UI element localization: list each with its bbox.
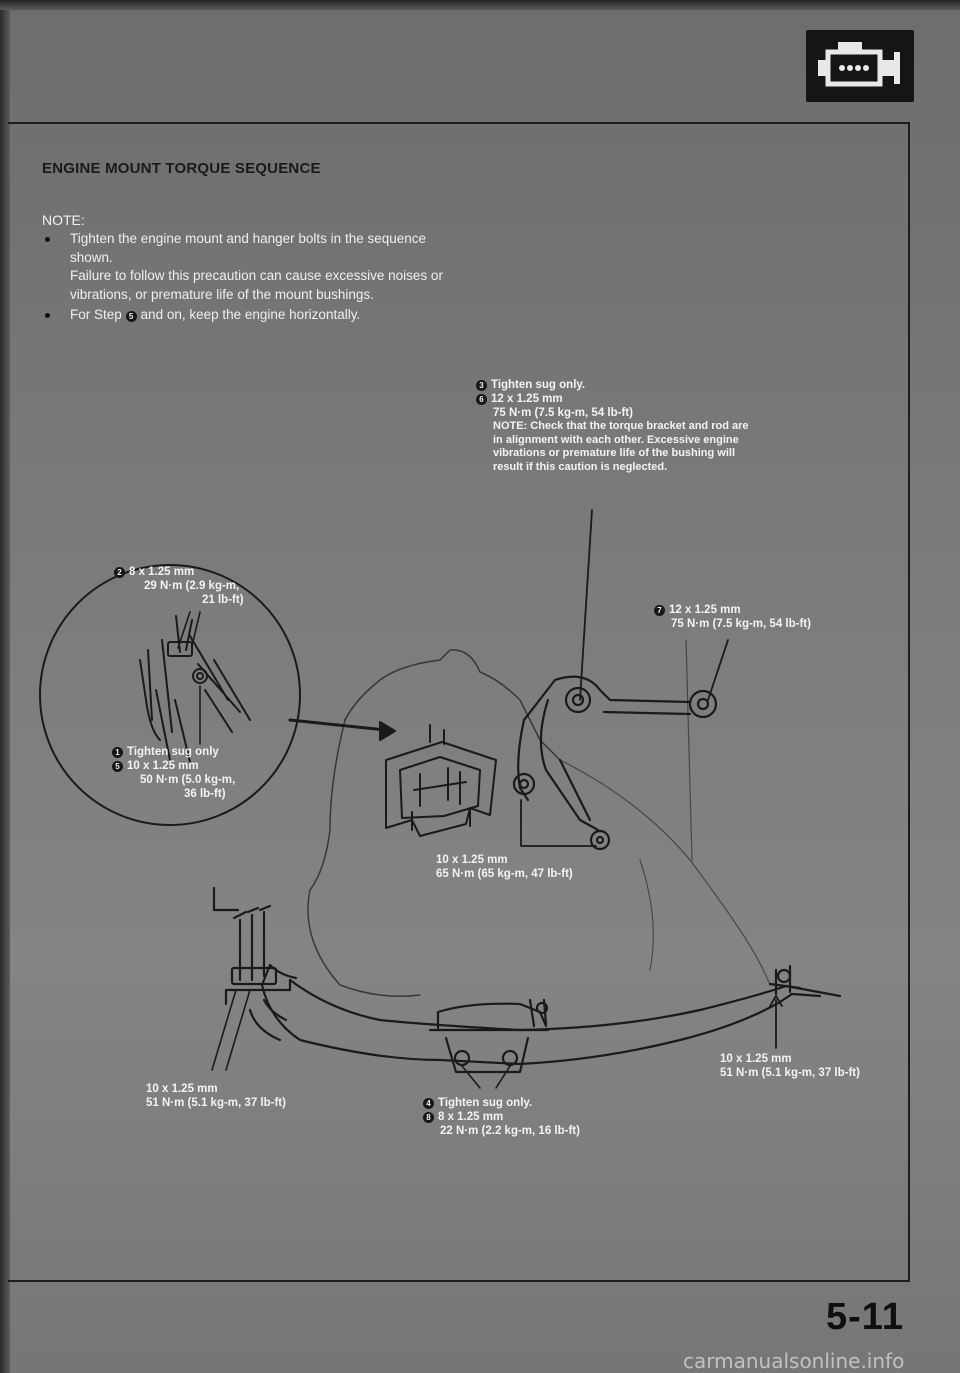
callout-inset-hanger: 2 8 x 1.25 mm 29 N·m (2.9 kg-m, 21 lb-ft) [114,565,284,607]
callout-text: 12 x 1.25 mm [669,604,741,616]
callout-text: Tighten sug only [127,746,219,758]
page-edge-top [0,0,960,10]
step-number-badge: 6 [476,394,487,405]
note-item-text: and on, keep the engine horizontally. [140,307,361,322]
callout-torque-rod: 3 Tighten sug only. 6 12 x 1.25 mm 75 N·m … [476,378,766,474]
callout-note: NOTE: Check that the torque bracket and … [493,420,749,473]
step-number-badge: 1 [112,747,123,758]
note-item-text: Failure to follow this precaution can ca… [70,268,443,302]
callout-text: 29 N·m (2.9 kg-m, [144,580,240,592]
step-number-badge: 5 [125,311,137,322]
callout-text: Tighten sug only. [491,379,586,391]
callout-text: 10 x 1.25 mm [720,1053,792,1065]
callout-left-mount: 10 x 1.25 mm 51 N·m (5.1 kg-m, 37 lb-ft) [146,1082,346,1110]
inset-circle [39,564,301,826]
callout-right-mount: 10 x 1.25 mm 51 N·m (5.1 kg-m, 37 lb-ft) [720,1052,900,1080]
callout-text: 65 N·m (65 kg-m, 47 lb-ft) [436,868,573,880]
note-item-text: Tighten the engine mount and hanger bolt… [70,231,427,265]
page-number: 5-11 [826,1296,904,1338]
inset-mount-detail [139,615,251,763]
callout-text: 51 N·m (5.1 kg-m, 37 lb-ft) [146,1097,286,1109]
note-item-text: For Step [70,307,122,322]
callout-center-mount: 4 Tighten sug only. 8 8 x 1.25 mm 22 N·m (… [423,1096,633,1138]
step-number-badge: 8 [423,1112,434,1123]
watermark-text: carmanualsonline.info [683,1349,905,1373]
callout-text: 75 N·m (7.5 kg-m, 54 lb-ft) [493,407,633,419]
callout-text: 10 x 1.25 mm [146,1083,218,1095]
step-number-badge: 5 [112,761,123,772]
note-label: NOTE: [42,212,85,228]
callout-text: 8 x 1.25 mm [129,566,195,578]
upper-mount-drawing [385,724,497,837]
callout-text: 50 N·m (5.0 kg-m, [140,774,236,786]
callout-text: Tighten sug only. [438,1097,533,1109]
callout-text: 8 x 1.25 mm [438,1111,504,1123]
callout-text: 12 x 1.25 mm [491,393,563,405]
step-number-badge: 2 [114,567,125,578]
callout-text: 21 lb-ft) [202,594,244,606]
step-number-badge: 7 [654,605,665,616]
engine-icon [806,30,914,102]
page-heading: ENGINE MOUNT TORQUE SEQUENCE [42,160,321,177]
callout-text: 75 N·m (7.5 kg-m, 54 lb-ft) [671,618,811,630]
note-item: Tighten the engine mount and hanger bolt… [42,230,447,304]
callout-text: 10 x 1.25 mm [436,854,508,866]
callout-inset-mount: 1 Tighten sug only 5 10 x 1.25 mm 50 N·m (… [112,745,282,801]
note-list: Tighten the engine mount and hanger bolt… [42,230,447,327]
callout-text: 10 x 1.25 mm [127,760,199,772]
content-frame [8,122,910,1282]
callout-text: 51 N·m (5.1 kg-m, 37 lb-ft) [720,1067,860,1079]
torque-bracket-drawing [512,675,718,851]
callout-bracket-lower: 10 x 1.25 mm 65 N·m (65 kg-m, 47 lb-ft) [436,853,636,881]
subframe-drawing [212,886,842,1074]
callout-text: 36 lb-ft) [184,788,226,800]
callout-text: 22 N·m (2.2 kg-m, 16 lb-ft) [440,1125,580,1137]
step-number-badge: 3 [476,380,487,391]
page-edge [0,0,10,1373]
callout-right-bracket: 7 12 x 1.25 mm 75 N·m (7.5 kg-m, 54 lb-ft… [654,603,854,631]
step-number-badge: 4 [423,1098,434,1109]
